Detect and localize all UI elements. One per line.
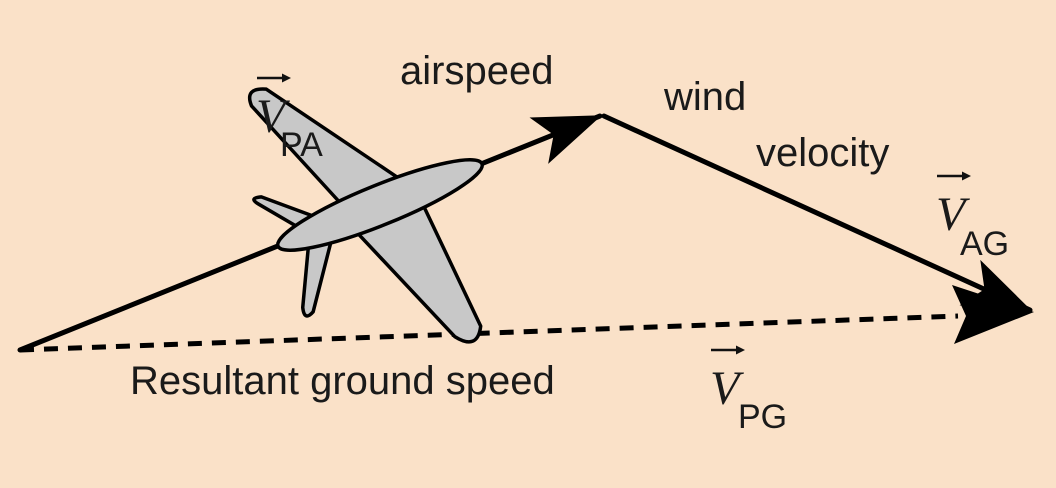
vector-arrow-icon <box>711 345 745 355</box>
velocity-label: velocity <box>756 131 889 175</box>
ground-speed-vector <box>19 313 959 353</box>
v-pg-label: V PG <box>710 345 787 436</box>
vector-arrow-icon <box>937 171 971 181</box>
vector-arrow-icon <box>257 73 291 83</box>
v-pa-symbol: V <box>256 90 290 143</box>
wind-label: wind <box>663 75 746 119</box>
airplane-icon <box>247 87 485 344</box>
v-ag-label: V AG <box>936 171 1009 263</box>
wind-velocity-vector <box>601 113 1033 313</box>
v-ag-subscript: AG <box>960 225 1009 263</box>
v-pg-subscript: PG <box>738 398 787 436</box>
v-ag-symbol: V <box>936 188 970 241</box>
v-pa-subscript: PA <box>280 126 323 164</box>
v-pa-label: V PA <box>256 73 323 164</box>
airspeed-label: airspeed <box>400 49 553 93</box>
v-pg-symbol: V <box>710 362 744 415</box>
ground-speed-arrowhead <box>952 285 1034 344</box>
resultant-ground-speed-label: Resultant ground speed <box>130 359 555 403</box>
